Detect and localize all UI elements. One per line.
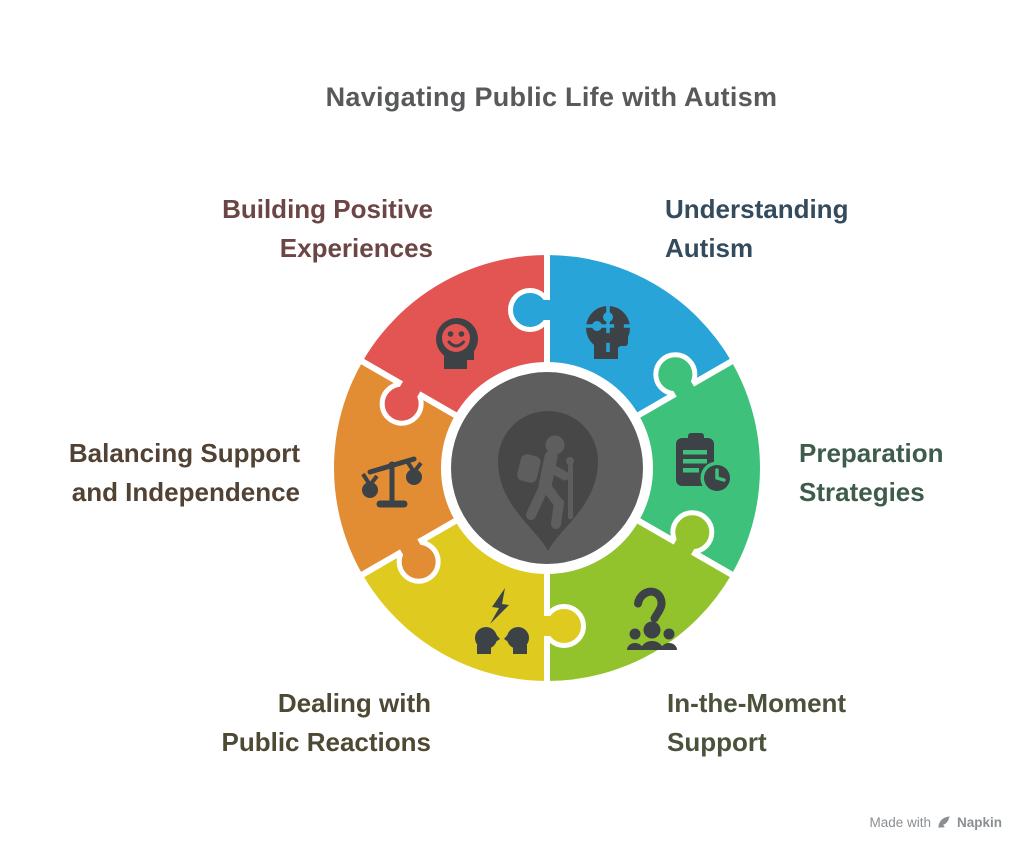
watermark-prefix: Made with — [869, 814, 931, 830]
puzzle-tab-neck-balancing-support-independence — [395, 531, 426, 565]
label-balancing-support-independence: Balancing Support and Independence — [69, 434, 300, 512]
label-line: Experiences — [279, 233, 433, 263]
label-line: Dealing with — [277, 688, 431, 718]
center-hub — [445, 366, 649, 570]
label-line: In-the-Moment — [667, 688, 847, 718]
label-in-the-moment-support: In-the-Moment Support — [667, 684, 846, 762]
label-dealing-with-public-reactions: Dealing with Public Reactions — [222, 684, 432, 762]
label-building-positive-experiences: Building Positive Experiences — [222, 190, 433, 268]
puzzle-tab-neck-understanding-autism — [533, 300, 559, 320]
clipboard-clock-icon — [676, 433, 734, 495]
label-line: Support — [667, 727, 767, 757]
label-line: Autism — [665, 233, 754, 263]
group-question-icon — [627, 587, 677, 650]
napkin-logo-icon — [938, 816, 950, 828]
label-line: Preparation — [799, 438, 944, 468]
balance-scale-icon — [361, 456, 423, 508]
label-line: Public Reactions — [221, 727, 432, 757]
label-line: Strategies — [799, 477, 925, 507]
watermark-brand: Napkin — [956, 814, 1002, 830]
puzzle-tab-neck-in-the-moment-support — [669, 529, 700, 563]
label-preparation-strategies: Preparation Strategies — [799, 434, 944, 512]
label-line: and Independence — [71, 477, 300, 507]
puzzle-head-icon — [586, 306, 630, 359]
smiling-head-icon — [436, 318, 478, 369]
puzzle-tab-neck-dealing-with-public-reactions — [535, 616, 561, 636]
puzzle-tab-neck-building-positive-experiences — [394, 373, 425, 407]
napkin-watermark[interactable]: Made with Napkin — [869, 814, 1002, 830]
hiker-location-pin-icon — [498, 410, 598, 551]
label-line: Understanding — [665, 194, 849, 224]
label-line: Balancing Support — [68, 438, 300, 468]
puzzle-wheel — [328, 249, 766, 687]
diagram-title: Navigating Public Life with Autism — [325, 82, 778, 112]
conflict-heads-icon — [475, 588, 529, 654]
label-understanding-autism: Understanding Autism — [665, 190, 848, 268]
puzzle-tab-neck-preparation-strategies — [668, 371, 699, 405]
label-line: Building Positive — [222, 194, 433, 224]
